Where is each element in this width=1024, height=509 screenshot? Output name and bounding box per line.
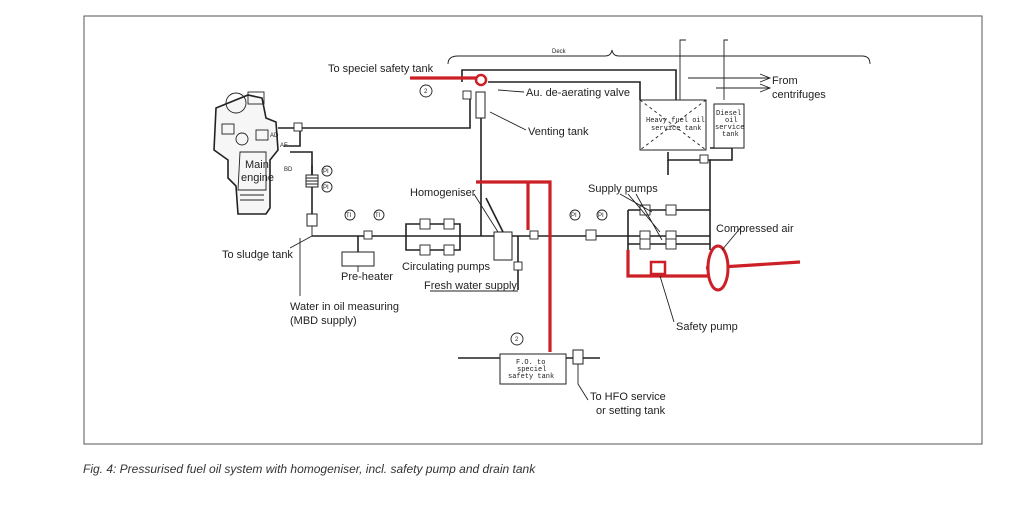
label-homogeniser: Homogeniser <box>410 187 476 199</box>
label-de-aerating-valve: Au. de-aerating valve <box>526 87 630 99</box>
deck-label: Deck <box>552 49 567 55</box>
fo-tank-label-2: speciel <box>517 366 546 374</box>
ti-2: TI <box>375 213 381 219</box>
label-water-in-oil-1: Water in oil measuring <box>290 301 399 313</box>
diesel-tank-label-1: Diesel <box>716 110 741 118</box>
main-engine-label-2: engine <box>241 172 274 184</box>
pi-3: PI <box>571 213 577 219</box>
hfo-tank-label-2: service tank <box>651 125 701 133</box>
ti-1: TI <box>346 213 352 219</box>
ref-2-top: 2 <box>424 89 428 95</box>
label-to-hfo-1: To HFO service <box>590 391 666 403</box>
homogeniser-box <box>493 231 513 261</box>
leader-lines <box>289 89 743 323</box>
main-engine-label-1: Main <box>245 159 269 171</box>
safety-pump-body <box>649 260 667 276</box>
pi-2: PI <box>323 185 329 191</box>
label-to-special-safety-tank: To speciel safety tank <box>328 63 434 75</box>
air-receiver <box>706 244 730 292</box>
label-fresh-water-supply: Fresh water supply <box>424 280 517 292</box>
label-compressed-air: Compressed air <box>716 223 794 235</box>
pi-4: PI <box>598 213 604 219</box>
hfo-tank-label-1: Heavy fuel oil <box>646 117 705 125</box>
fo-tank-label-1: F.O. to <box>516 359 545 367</box>
label-from-centrifuges-1: From <box>772 75 798 87</box>
ad-label: AD <box>270 133 279 139</box>
diesel-tank-label-2: oil <box>725 117 738 125</box>
label-supply-pumps: Supply pumps <box>588 183 658 195</box>
main-engine: Main engine AD AF BD <box>213 91 293 215</box>
venting-tank <box>475 91 486 119</box>
fo-tank-label-3: safety tank <box>508 373 554 381</box>
label-venting-tank: Venting tank <box>528 126 589 138</box>
pre-heater-box <box>341 251 375 267</box>
figure-caption: Fig. 4: Pressurised fuel oil system with… <box>83 462 536 476</box>
label-safety-pump: Safety pump <box>676 321 738 333</box>
fo-safety-tank <box>499 353 567 385</box>
label-from-centrifuges-2: centrifuges <box>772 89 826 101</box>
label-to-sludge-tank: To sludge tank <box>222 249 293 261</box>
label-to-hfo-2: or setting tank <box>596 405 666 417</box>
deck-brace <box>447 49 871 65</box>
instrument-circles <box>321 84 608 346</box>
bd-label: BD <box>284 167 293 173</box>
label-pre-heater: Pre-heater <box>341 271 393 283</box>
ref-2-bottom: 2 <box>515 337 519 343</box>
diesel-tank-label-4: tank <box>722 131 739 139</box>
mbd-sensor <box>306 213 318 227</box>
pi-1: PI <box>323 169 329 175</box>
red-piping <box>410 73 801 352</box>
diesel-oil-service-tank <box>713 103 745 149</box>
drain-sight-glass <box>572 349 584 365</box>
black-piping <box>278 39 772 401</box>
diesel-tank-label-3: service <box>715 124 744 132</box>
label-circulating-pumps: Circulating pumps <box>402 261 491 273</box>
label-water-in-oil-2: (MBD supply) <box>290 315 357 327</box>
